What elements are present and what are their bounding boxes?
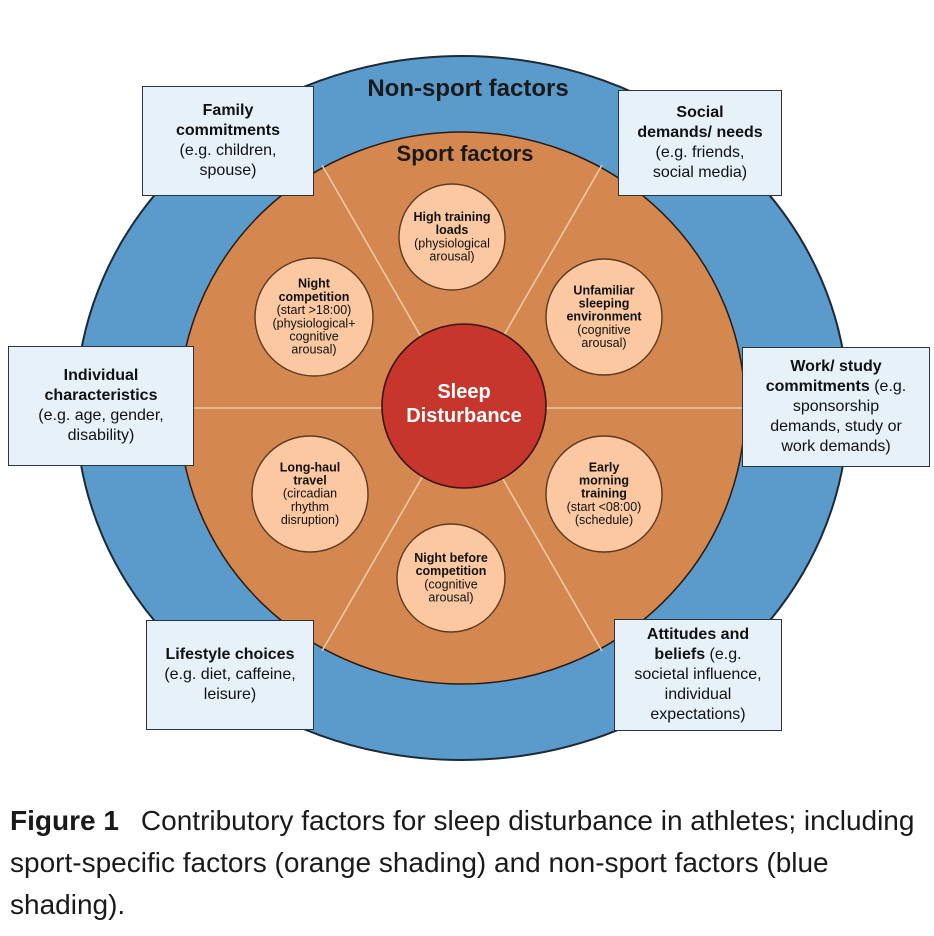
- sport-factor-detail: (cognitive: [424, 577, 478, 591]
- box-title: demands/ needs: [637, 124, 763, 141]
- box-example: individual: [664, 686, 732, 703]
- sport-factor-detail: rhythm: [291, 500, 329, 514]
- sport-factor-title: High training: [413, 210, 490, 224]
- box-example: sponsorship: [792, 398, 880, 415]
- sport-factor-title: training: [581, 487, 627, 501]
- box-example: demands, study or: [770, 418, 902, 435]
- sport-factor-circle: [251, 435, 369, 553]
- box-example: expectations): [650, 706, 746, 723]
- box-title-line: beliefs (e.g.: [654, 645, 741, 665]
- sport-factor-detail: disruption): [281, 513, 339, 527]
- sport-factor-detail: cognitive: [289, 330, 338, 344]
- box-example: spouse): [199, 162, 257, 179]
- box-example: disability): [67, 427, 135, 444]
- sport-factor-title: travel: [293, 474, 326, 488]
- box-title: Lifestyle choices: [165, 646, 295, 663]
- sport-factor-circle: [545, 258, 663, 376]
- box-example: (e.g.: [705, 646, 742, 663]
- sport-factor-circle: [545, 435, 663, 553]
- box-title: Social: [676, 104, 724, 121]
- box-title: characteristics: [44, 387, 158, 404]
- sleep-disturbance-center: [381, 323, 547, 489]
- individual-characteristics-box: Individual characteristics (e.g. age, ge…: [8, 346, 194, 466]
- sport-factor-circle: [396, 523, 506, 633]
- sport-factor-title: competition: [279, 290, 350, 304]
- sport-factor-detail: (physiological: [414, 236, 490, 250]
- box-example: (e.g. friends,: [655, 144, 745, 161]
- box-title-line: commitments (e.g.: [766, 377, 907, 397]
- sport-factor-title: Long-haul: [280, 460, 340, 474]
- box-title: Work/ study: [790, 358, 882, 375]
- box-example: (e.g.: [869, 378, 907, 395]
- sport-title: Sport factors: [397, 141, 534, 166]
- lifestyle-choices-box: Lifestyle choices (e.g. diet, caffeine, …: [146, 620, 314, 730]
- center-label-line2: Disturbance: [406, 405, 522, 427]
- sport-factor-detail: (circadian: [283, 487, 337, 501]
- box-example: leisure): [203, 686, 257, 703]
- box-example: (e.g. age, gender,: [38, 407, 164, 424]
- sport-factor-detail: (start <08:00): [567, 500, 642, 514]
- sport-factor-detail: arousal): [291, 343, 336, 357]
- sport-factor-detail: (physiological+: [272, 316, 355, 330]
- box-title: beliefs: [654, 646, 706, 663]
- box-example: (e.g. diet, caffeine,: [164, 666, 296, 683]
- sport-factor-detail: (start >18:00): [277, 303, 352, 317]
- box-example: (e.g. children,: [179, 142, 277, 159]
- sport-factor-title: competition: [416, 564, 487, 578]
- sport-factor-title: Night before: [414, 551, 488, 565]
- sport-factor-circles: High trainingloads(physiologicalarousal)…: [251, 183, 663, 633]
- box-title: commitments: [175, 122, 281, 139]
- box-title: Individual: [63, 367, 139, 384]
- box-title: commitments: [765, 378, 870, 395]
- sport-factor-detail: (schedule): [575, 513, 633, 527]
- sport-factor-title: loads: [436, 223, 469, 237]
- sport-factor-circle: [254, 257, 374, 377]
- sport-factor-title: Night: [298, 277, 331, 291]
- box-example: work demands): [781, 438, 891, 455]
- social-demands-box: Social demands/ needs (e.g. friends, soc…: [618, 90, 782, 196]
- caption-label: Figure 1: [10, 805, 119, 836]
- box-title: Attitudes and: [646, 626, 750, 643]
- sport-factor-circle: [398, 183, 506, 291]
- family-commitments-box: Family commitments (e.g. children, spous…: [142, 86, 314, 196]
- sport-factor-title: morning: [579, 474, 629, 488]
- non-sport-title: Non-sport factors: [367, 75, 568, 102]
- sport-factor-title: Early: [589, 460, 620, 474]
- sleep-disturbance-diagram: Non-sport factors Sport factors High tra…: [8, 55, 930, 761]
- sport-factor-title: environment: [566, 310, 642, 324]
- box-example: societal influence,: [634, 666, 762, 683]
- sport-factor-detail: arousal): [429, 250, 474, 264]
- sport-factor-detail: (cognitive: [577, 323, 631, 337]
- caption-text: Contributory factors for sleep disturban…: [10, 805, 915, 920]
- sport-factor-title: sleeping: [579, 297, 630, 311]
- sport-factor-detail: arousal): [428, 591, 473, 605]
- box-example: social media): [652, 164, 748, 181]
- box-title: Family: [202, 102, 254, 119]
- attitudes-beliefs-box: Attitudes and beliefs (e.g. societal inf…: [614, 619, 782, 731]
- diagram-svg: Non-sport factors Sport factors High tra…: [75, 55, 849, 761]
- sport-factor-title: Unfamiliar: [573, 283, 634, 297]
- work-study-box: Work/ study commitments (e.g. sponsorshi…: [742, 347, 930, 467]
- sport-factor-detail: arousal): [581, 336, 626, 350]
- center-label-line1: Sleep: [437, 381, 490, 403]
